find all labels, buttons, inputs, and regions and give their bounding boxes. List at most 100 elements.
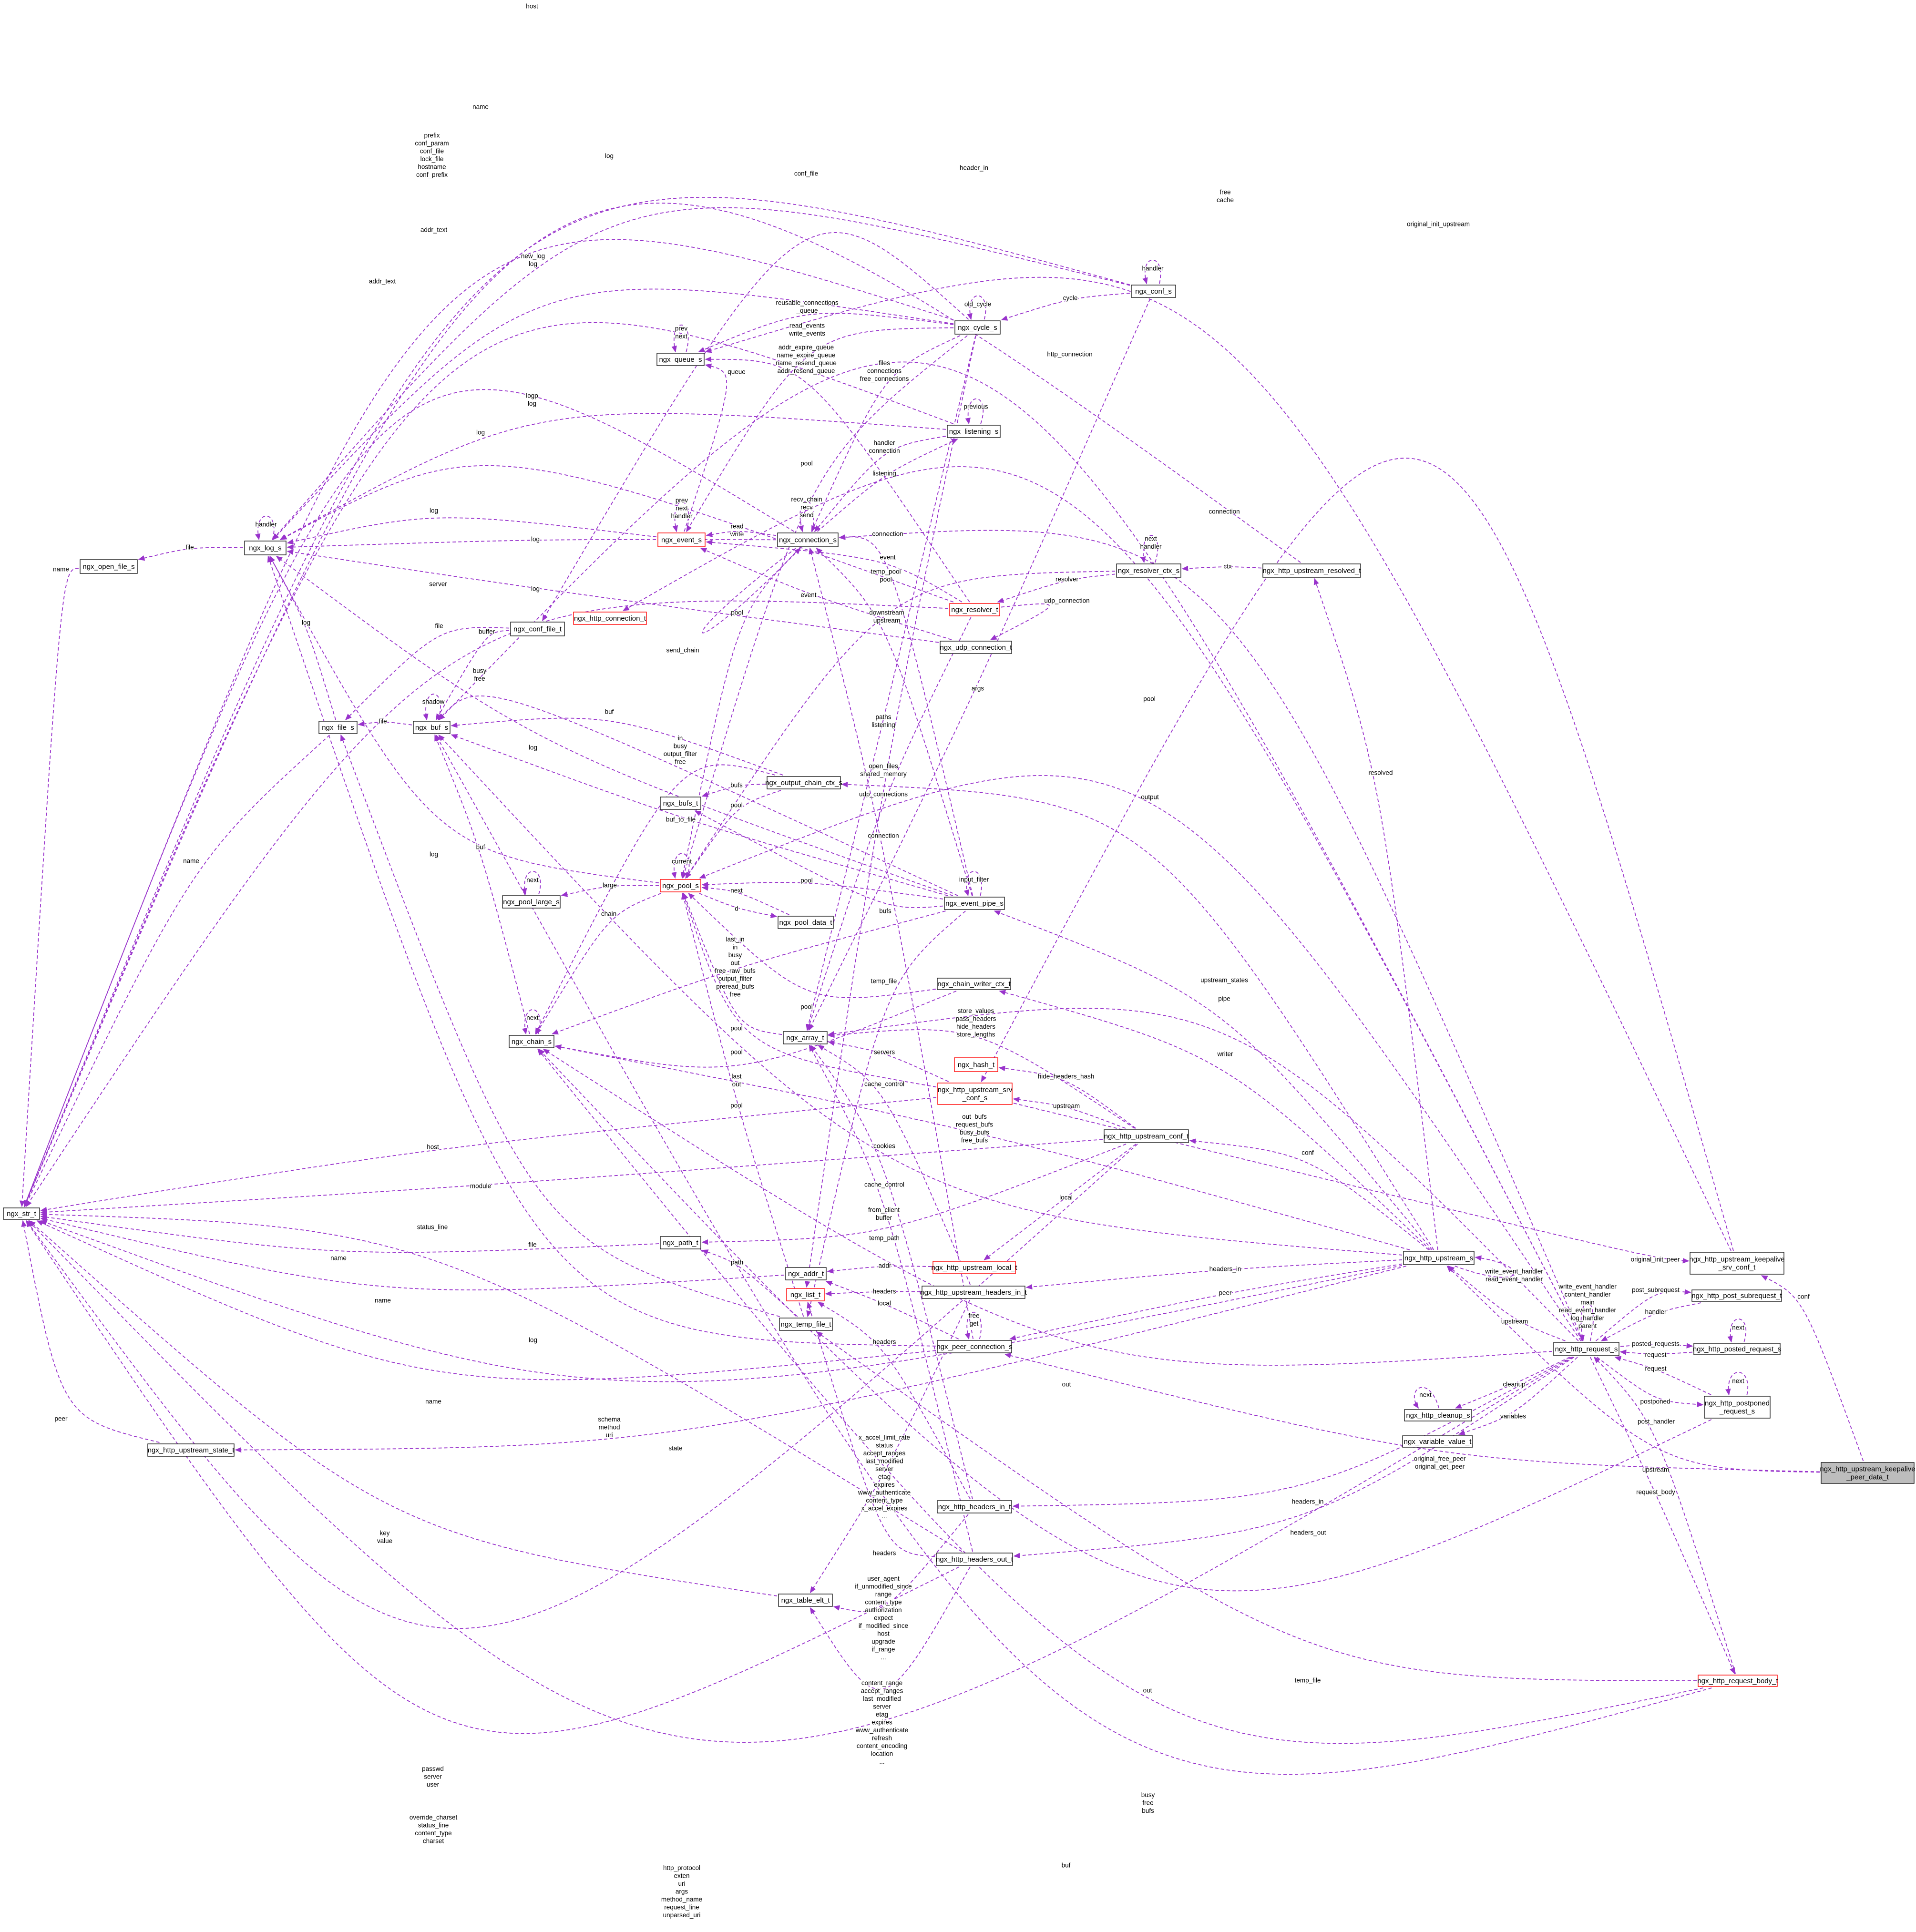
node-ngx_http_postponed_request_s[interactable]: ngx_http_postponed_request_s (1704, 1396, 1771, 1419)
edge-request-headers_in (1012, 1357, 1572, 1509)
edge-label: connection (872, 531, 903, 538)
node-ngx_http_upstream_resolved_t[interactable]: ngx_http_upstream_resolved_t (1262, 563, 1362, 578)
node-ngx_http_upstream_srv_conf_s[interactable]: ngx_http_upstream_srv_conf_s (937, 1083, 1013, 1105)
edge-headers_out-list (807, 1301, 935, 1557)
node-ngx_hash_t[interactable]: ngx_hash_t (954, 1057, 998, 1072)
node-ngx_event_s[interactable]: ngx_event_s (657, 532, 706, 547)
node-ngx_listening_s[interactable]: ngx_listening_s (947, 425, 1001, 438)
node-ngx_conf_file_t[interactable]: ngx_conf_file_t (510, 622, 565, 636)
edge-loop-buf (423, 694, 441, 721)
node-ngx_log_s[interactable]: ngx_log_s (244, 541, 287, 555)
edge-loop-queue (671, 325, 689, 353)
node-ngx_chain_writer_ctx_t[interactable]: ngx_chain_writer_ctx_t (937, 978, 1011, 990)
edge-label: buf_to_file (666, 816, 696, 823)
node-ngx_pool_data_t[interactable]: ngx_pool_data_t (778, 916, 834, 929)
node-ngx_http_request_body_t[interactable]: ngx_http_request_body_t (1697, 1675, 1778, 1687)
node-ngx_file_s[interactable]: ngx_file_s (318, 721, 358, 734)
edge-request-array (828, 1008, 1579, 1341)
node-label: ngx_array_t (786, 1034, 824, 1042)
edge-cycle-list (804, 335, 976, 1288)
node-ngx_resolver_t[interactable]: ngx_resolver_t (949, 603, 1000, 616)
edge-label: post_handler (1638, 1418, 1675, 1425)
edge-chain_writer-chain (554, 991, 957, 1068)
node-ngx_str_t[interactable]: ngx_str_t (3, 1207, 40, 1220)
node-ngx_temp_file_t[interactable]: ngx_temp_file_t (779, 1318, 833, 1331)
node-label: ngx_table_elt_t (781, 1596, 830, 1605)
node-ngx_pool_large_s[interactable]: ngx_pool_large_s (502, 895, 561, 909)
node-ngx_path_t[interactable]: ngx_path_t (660, 1236, 701, 1249)
node-ngx_chain_s[interactable]: ngx_chain_s (509, 1035, 554, 1048)
edge-label: addr (878, 1262, 891, 1269)
node-ngx_http_upstream_keepalive_srv_conf_t[interactable]: ngx_http_upstream_keepalive_srv_conf_t (1689, 1252, 1785, 1275)
node-ngx_connection_s[interactable]: ngx_connection_s (777, 532, 839, 547)
node-ngx_http_request_s[interactable]: ngx_http_request_s (1553, 1342, 1619, 1356)
edge-headers_out-table_elt (809, 1566, 971, 1690)
node-ngx_list_t[interactable]: ngx_list_t (786, 1288, 825, 1301)
edge-label: udp_connection (1044, 597, 1089, 604)
edge-label: next (730, 887, 743, 894)
node-ngx_udp_connection_t[interactable]: ngx_udp_connection_t (940, 641, 1013, 654)
node-ngx_resolver_ctx_s[interactable]: ngx_resolver_ctx_s (1116, 563, 1181, 578)
edge-upstream-event_pipe (994, 910, 1433, 1250)
node-ngx_http_cleanup_s[interactable]: ngx_http_cleanup_s (1404, 1409, 1472, 1421)
node-ngx_http_headers_in_t[interactable]: ngx_http_headers_in_t (937, 1500, 1012, 1513)
edge-label: original_init_peer (1631, 1256, 1680, 1263)
edge-conn-listening (817, 439, 958, 532)
node-ngx_pool_s[interactable]: ngx_pool_s (660, 879, 701, 892)
node-ngx_conf_s[interactable]: ngx_conf_s (1131, 285, 1176, 298)
edge-request-posted_req (1620, 1343, 1693, 1349)
node-ngx_array_t[interactable]: ngx_array_t (783, 1031, 828, 1044)
node-ngx_addr_t[interactable]: ngx_addr_t (785, 1267, 827, 1280)
node-ngx_http_connection_t[interactable]: ngx_http_connection_t (573, 612, 647, 625)
node-ngx_cycle_s[interactable]: ngx_cycle_s (954, 320, 1001, 335)
node-ngx_http_upstream_keepalive_peer_data_t[interactable]: ngx_http_upstream_keepalive_peer_data_t (1820, 1462, 1916, 1484)
node-ngx_http_upstream_conf_t[interactable]: ngx_http_upstream_conf_t (1104, 1129, 1189, 1143)
edge-label: log (476, 429, 485, 436)
node-ngx_variable_value_t[interactable]: ngx_variable_value_t (1402, 1435, 1473, 1448)
node-label: ngx_buf_s (415, 724, 448, 732)
edge-label: buf (1062, 1862, 1071, 1869)
node-label: ngx_file_s (322, 724, 354, 732)
edge-label: out (1062, 1381, 1071, 1388)
node-ngx_event_pipe_s[interactable]: ngx_event_pipe_s (944, 897, 1005, 910)
node-ngx_http_upstream_s[interactable]: ngx_http_upstream_s (1403, 1251, 1475, 1265)
node-ngx_peer_connection_s[interactable]: ngx_peer_connection_s (936, 1340, 1013, 1353)
edge-loop-pool (671, 853, 690, 879)
node-ngx_http_headers_out_t[interactable]: ngx_http_headers_out_t (936, 1553, 1014, 1566)
node-ngx_queue_s[interactable]: ngx_queue_s (656, 353, 705, 366)
node-ngx_http_posted_request_s[interactable]: ngx_http_posted_request_s (1693, 1343, 1781, 1355)
node-ngx_buf_s[interactable]: ngx_buf_s (413, 721, 451, 734)
edge-up_headers_in-table_elt (809, 1299, 971, 1594)
edge-up_srv_conf-array (828, 1040, 949, 1082)
node-ngx_http_post_subrequest_t[interactable]: ngx_http_post_subrequest_t (1691, 1289, 1782, 1302)
edge-conf-cycle (1001, 293, 1130, 321)
node-ngx_http_upstream_headers_in_t[interactable]: ngx_http_upstream_headers_in_t (920, 1286, 1027, 1299)
node-label: ngx_http_upstream_keepalive_peer_data_t (1820, 1465, 1915, 1482)
edge-up_local-addr (827, 1266, 932, 1274)
edge-label: request (1645, 1365, 1666, 1372)
node-ngx_bufs_t[interactable]: ngx_bufs_t (660, 797, 701, 810)
node-ngx_table_elt_t[interactable]: ngx_table_elt_t (778, 1594, 833, 1607)
edge-label: name (330, 1255, 347, 1262)
edge-pool-pool_large (561, 885, 659, 897)
edge-loop-listening (965, 398, 984, 425)
node-ngx_open_file_s[interactable]: ngx_open_file_s (80, 559, 138, 574)
node-ngx_http_upstream_local_t[interactable]: ngx_http_upstream_local_t (931, 1261, 1017, 1274)
edge-label: hide_headers_hash (1038, 1073, 1095, 1080)
edge-label: out (1143, 1687, 1152, 1694)
node-ngx_output_chain_ctx_s[interactable]: ngx_output_chain_ctx_s (765, 776, 842, 789)
edge-label: handler (1142, 265, 1164, 272)
edge-out_chain-bufs (701, 783, 766, 797)
node-ngx_http_upstream_state_t[interactable]: ngx_http_upstream_state_t (147, 1443, 235, 1457)
node-label: ngx_resolver_t (951, 606, 998, 614)
